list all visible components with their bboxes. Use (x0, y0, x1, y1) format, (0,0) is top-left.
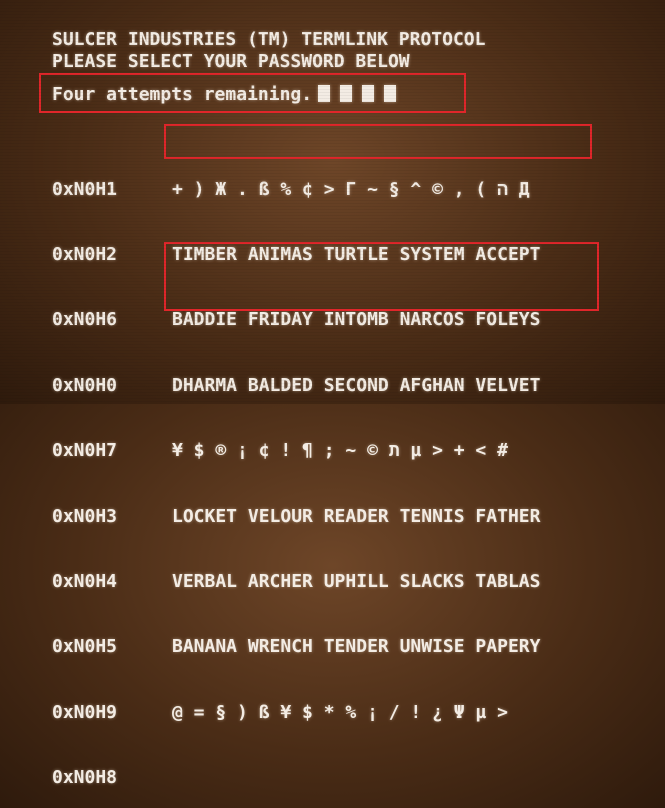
row-content[interactable]: + ) Ж . ß % ¢ > Γ ~ § ^ © , ( ה Д (172, 178, 530, 200)
header-instruction: PLEASE SELECT YOUR PASSWORD BELOW (52, 51, 410, 72)
attempt-block (318, 85, 331, 102)
memory-row: 0xN0H3 LOCKET VELOUR READER TENNIS FATHER (52, 506, 540, 528)
header-title: SULCER INDUSTRIES (TM) TERMLINK PROTOCOL (52, 29, 486, 50)
attempt-block (384, 85, 397, 102)
row-address: 0xN0H2 (52, 243, 118, 265)
row-address: 0xN0H7 (52, 440, 118, 462)
memory-row: 0xN0H0 DHARMA BALDED SECOND AFGHAN VELVET (52, 375, 540, 397)
row-content[interactable]: DHARMA BALDED SECOND AFGHAN VELVET (172, 374, 541, 396)
row-address: 0xN0H1 (52, 178, 118, 200)
memory-row: 0xN0H4 VERBAL ARCHER UPHILL SLACKS TABLAS (52, 571, 540, 593)
row-content[interactable]: ¥ $ ® ¡ ¢ ! ¶ ; ~ © ת µ > + < # (172, 440, 508, 462)
row-content[interactable]: BANANA WRENCH TENDER UNWISE PAPERY (172, 636, 541, 658)
row-address: 0xN0H5 (52, 636, 118, 658)
memory-row: 0xN0H2 TIMBER ANIMAS TURTLE SYSTEM ACCEPT (52, 244, 540, 266)
row-address: 0xN0H3 (52, 505, 118, 527)
attempt-block (362, 85, 375, 102)
memory-row: 0xN0H8 (52, 767, 540, 789)
row-content[interactable]: VERBAL ARCHER UPHILL SLACKS TABLAS (172, 570, 541, 592)
row-content[interactable]: @ = § ) ß ¥ $ * % ¡ / ! ¿ Ψ µ > (172, 701, 508, 723)
row-address: 0xN0H9 (52, 701, 118, 723)
memory-dump: 0xN0H1+ ) Ж . ß % ¢ > Γ ~ § ^ © , ( ה Д … (52, 135, 540, 808)
memory-row: 0xN0H5 BANANA WRENCH TENDER UNWISE PAPERY (52, 636, 540, 658)
memory-row: 0xN0H1 + ) Ж . ß % ¢ > Γ ~ § ^ © , ( ה Д (52, 179, 540, 201)
memory-row: 0xN0H6 BADDIE FRIDAY INTOMB NARCOS FOLEYS (52, 309, 540, 331)
attempts-text: Four attempts remaining. (52, 84, 313, 105)
memory-row: 0xN0H9 @ = § ) ß ¥ $ * % ¡ / ! ¿ Ψ µ > (52, 702, 540, 724)
row-content[interactable]: BADDIE FRIDAY INTOMB NARCOS FOLEYS (172, 309, 541, 331)
terminal-screen: SULCER INDUSTRIES (TM) TERMLINK PROTOCOL… (0, 0, 665, 788)
row-address: 0xN0H6 (52, 309, 118, 331)
row-address: 0xN0H8 (52, 767, 118, 789)
attempt-block (340, 85, 353, 102)
row-content[interactable]: TIMBER ANIMAS TURTLE SYSTEM ACCEPT (172, 243, 541, 265)
row-address: 0xN0H4 (52, 570, 118, 592)
row-content[interactable]: LOCKET VELOUR READER TENNIS FATHER (172, 505, 541, 527)
row-address: 0xN0H0 (52, 374, 118, 396)
attempt-blocks (318, 84, 406, 106)
memory-row: 0xN0H7 ¥ $ ® ¡ ¢ ! ¶ ; ~ © ת µ > + < # (52, 440, 540, 462)
attempts-indicator: Four attempts remaining. (52, 84, 406, 106)
